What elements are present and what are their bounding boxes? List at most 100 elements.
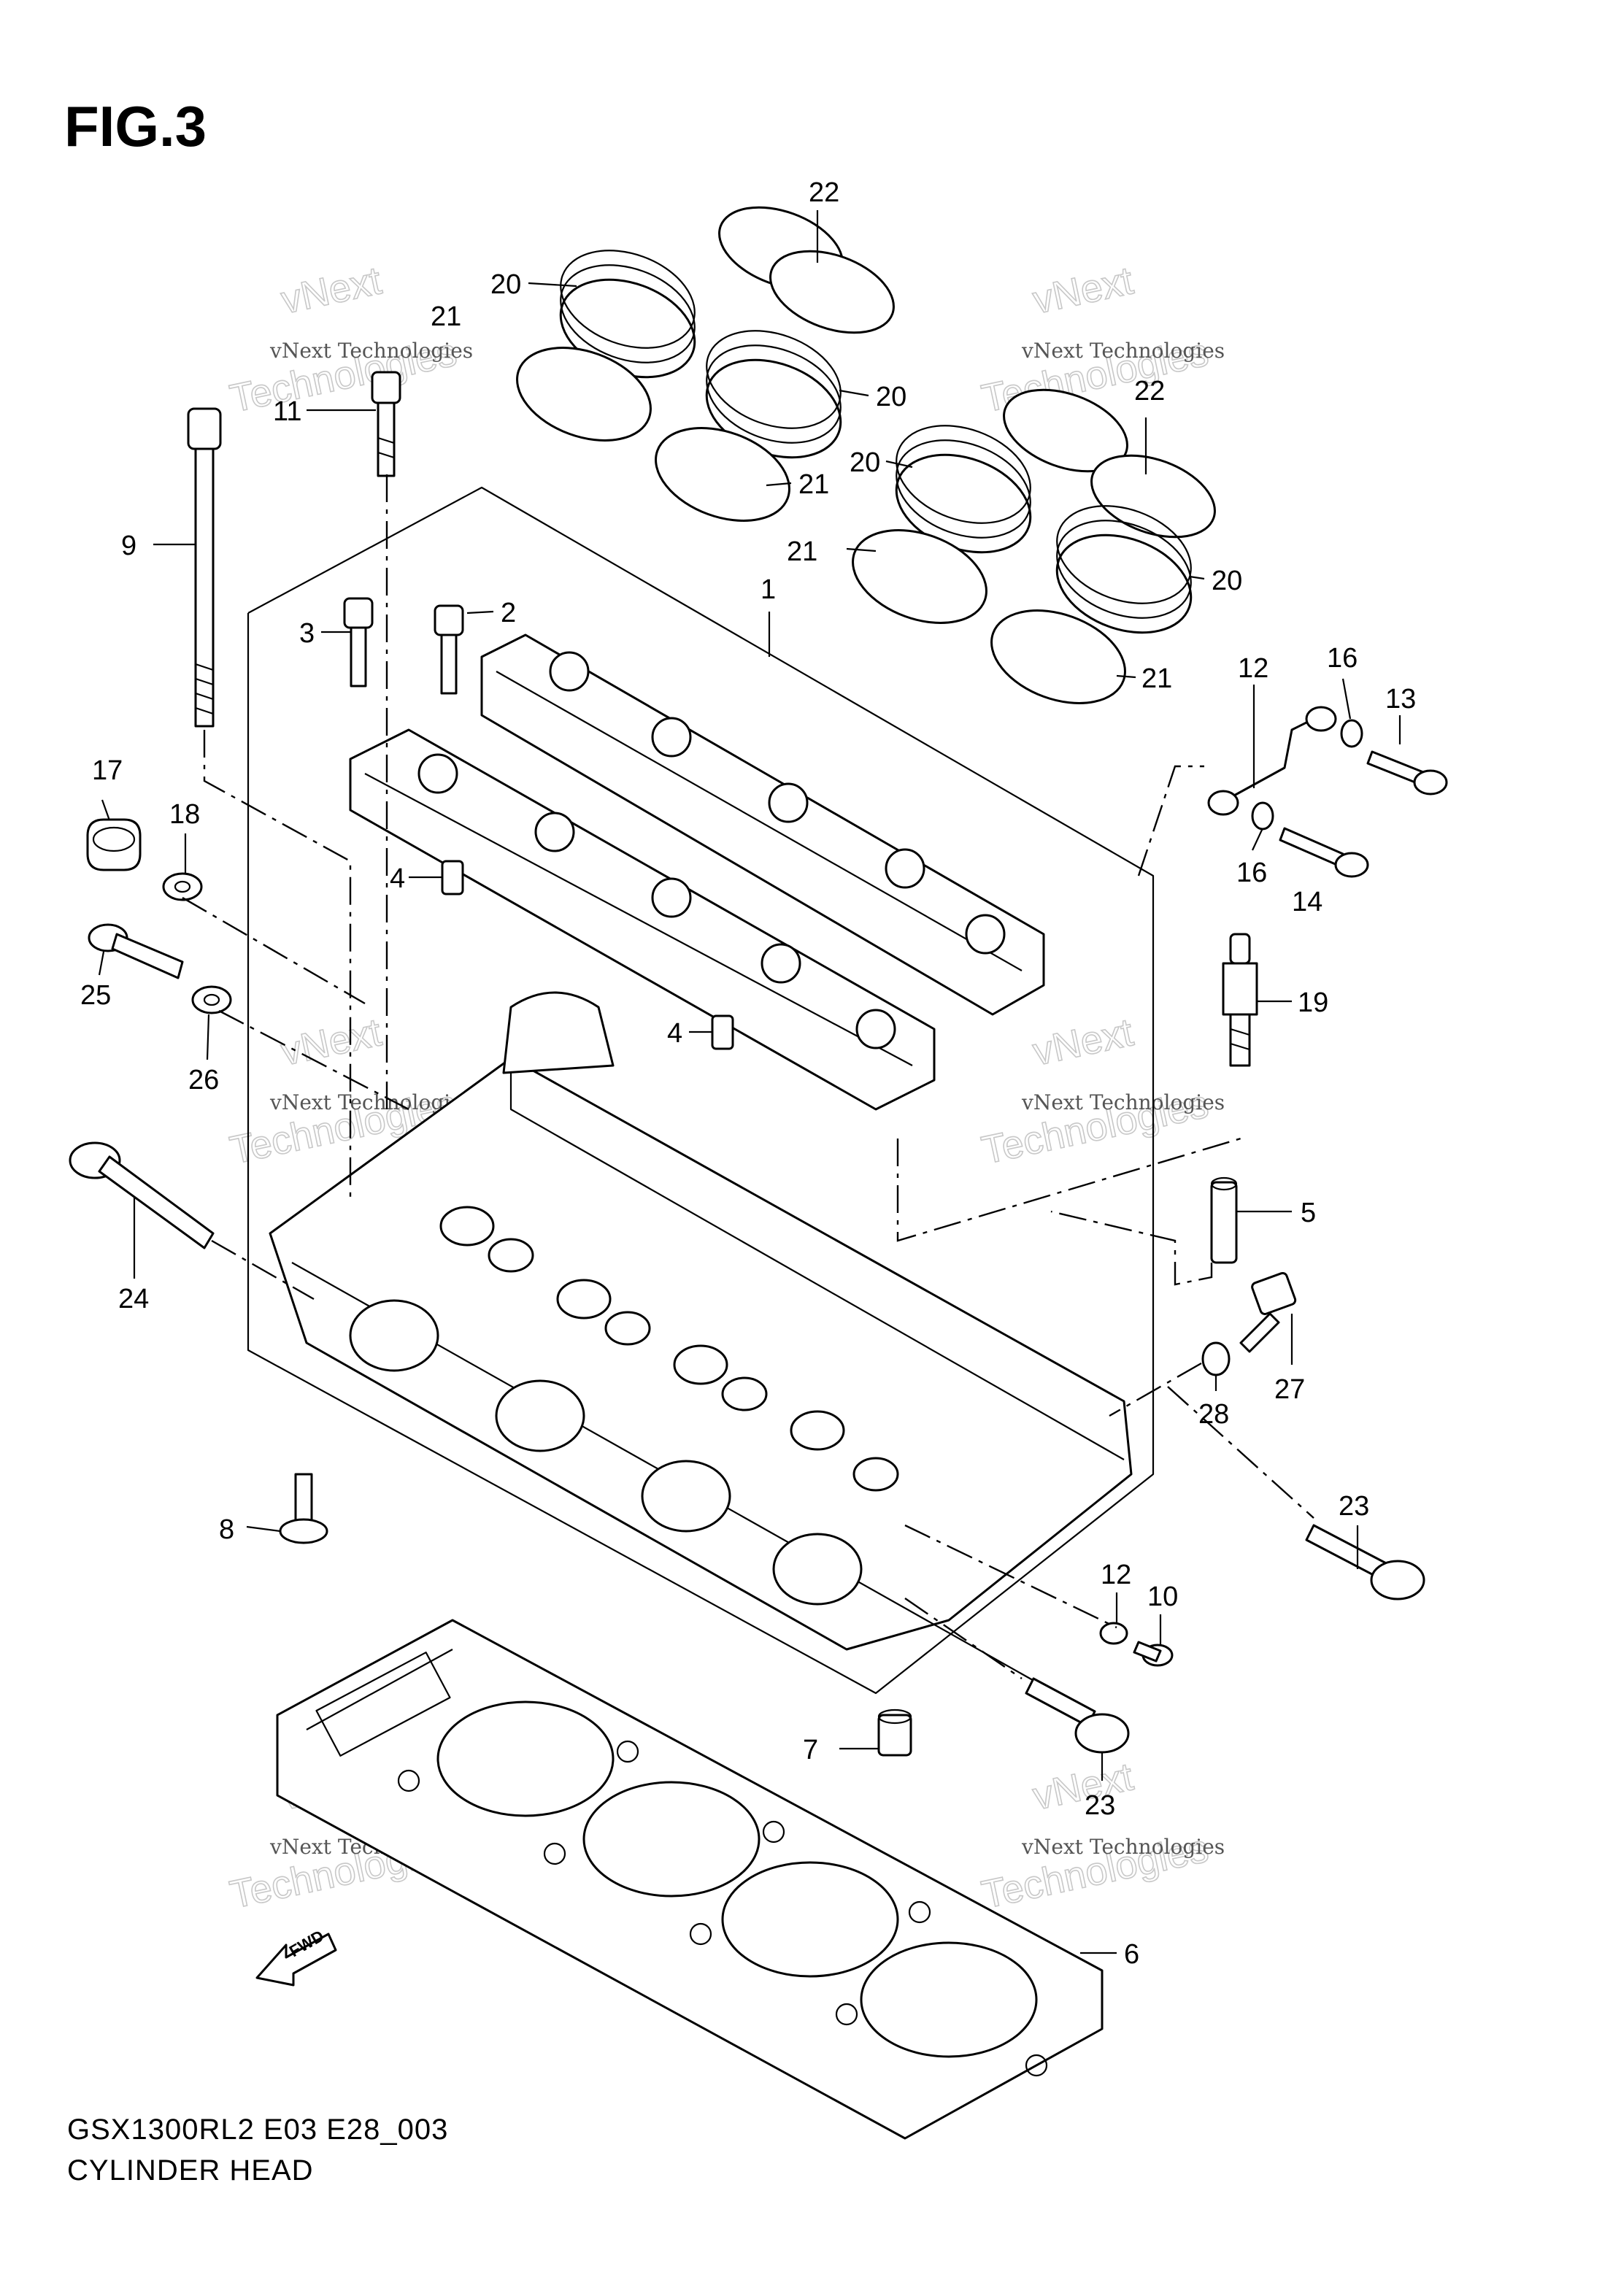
callout-22: 22 [1134, 376, 1165, 407]
callout-16: 16 [1236, 858, 1267, 888]
bolt-9 [187, 407, 222, 728]
callout-20: 20 [876, 382, 906, 412]
dowel-pin-4b [711, 1014, 734, 1050]
callout-2: 2 [501, 598, 516, 628]
callout-24: 24 [118, 1284, 149, 1314]
cylinder-bore [860, 1941, 1038, 2058]
callout-25: 25 [80, 980, 111, 1011]
watermark-brand: vNext [1029, 1010, 1137, 1074]
bolt-3 [343, 597, 374, 687]
watermark: vNext Technologies vNext Technologies [977, 258, 1225, 422]
callout-6: 6 [1124, 1939, 1139, 1970]
intake-pipe-set-right [852, 388, 1216, 704]
diagram-caption: CYLINDER HEAD [67, 2154, 314, 2187]
intake-port [349, 1299, 439, 1372]
oil-pipe-13 [1207, 706, 1337, 816]
camshaft-housing-upper [480, 633, 1045, 1016]
bolt-8 [279, 1473, 328, 1544]
forward-direction-arrow: FWD [255, 1927, 337, 1987]
callout-21: 21 [1141, 663, 1172, 694]
callout-21: 21 [431, 301, 461, 332]
bolt-15 [1279, 827, 1369, 878]
washer-12 [1099, 1622, 1128, 1645]
spark-plug-19 [1222, 933, 1258, 1067]
bolt-24 [69, 1141, 215, 1249]
callout-1: 1 [761, 574, 776, 605]
callout-9: 9 [121, 531, 136, 561]
callout-19: 19 [1298, 987, 1328, 1018]
cap-17 [86, 818, 142, 871]
watermark-brand: vNext [277, 1010, 385, 1074]
figure-title: FIG.3 [64, 94, 207, 158]
cylinder-sensor-5 [1210, 1176, 1238, 1264]
bolt-25 [88, 923, 184, 979]
callout-26: 26 [188, 1065, 219, 1095]
callout-20: 20 [1212, 566, 1242, 596]
watermark-text: vNext Technologies [269, 339, 473, 363]
callout-5: 5 [1301, 1198, 1316, 1228]
callout-23: 23 [1339, 1491, 1369, 1522]
clamp-21-ring [516, 347, 652, 442]
bolt-2 [434, 604, 464, 695]
clamp-22-ring [1090, 454, 1216, 539]
watermark-text: vNext Technologies [1021, 1835, 1225, 1859]
callout-20: 20 [850, 447, 880, 478]
cam-journal [502, 991, 615, 1074]
bolt-14 [1366, 750, 1448, 795]
leader-lines [98, 210, 1401, 1954]
washer-18 [162, 872, 203, 901]
watermark: vNext Technologies vNext Technologies [226, 258, 473, 422]
clamp-21-ring [852, 529, 987, 624]
watermark-brand: vNext [1029, 1754, 1137, 1818]
dowel-pin-7 [877, 1708, 912, 1757]
temperature-sensor-27 [1239, 1271, 1297, 1353]
callout-21: 21 [798, 469, 829, 500]
watermark-text: vNext Technologies [1021, 339, 1225, 363]
callout-22: 22 [809, 177, 839, 208]
callout-15: 14 [1292, 887, 1322, 917]
intake-port [772, 1533, 863, 1606]
callout-18: 18 [169, 799, 200, 830]
bolt-23-lower [1025, 1677, 1130, 1754]
clamp-21-ring [990, 609, 1126, 704]
washer-16-upper [1340, 719, 1363, 748]
clamp-22-ring [1003, 388, 1128, 473]
watermark-brand: vNext [277, 258, 385, 322]
cylinder-bore [582, 1781, 761, 1898]
callout-16: 16 [1327, 643, 1358, 674]
cylinder-bore [436, 1700, 615, 1817]
head-gasket-6 [276, 1619, 1104, 2140]
intake-port [641, 1460, 731, 1533]
callout-3: 3 [299, 618, 315, 649]
callout-14: 13 [1385, 684, 1416, 714]
callout-11: 11 [273, 396, 301, 427]
intake-pipe-set-left [516, 206, 895, 522]
model-code: GSX1300RL2 E03 E28_003 [67, 2114, 449, 2146]
clamp-21-ring [655, 427, 790, 522]
bolt-23-upper [1305, 1524, 1425, 1600]
callout-8: 8 [219, 1514, 234, 1545]
washer-28 [1201, 1341, 1231, 1376]
callout-10: 10 [1147, 1582, 1178, 1612]
callout-4: 4 [390, 863, 405, 894]
washer-16-lower [1251, 801, 1274, 831]
clamp-22-ring [769, 250, 895, 334]
callout-labels: 22 20 21 20 21 22 20 21 20 21 1 2 3 11 9… [80, 177, 1416, 1970]
washer-26 [191, 985, 232, 1014]
callout-4: 4 [667, 1018, 682, 1049]
callout-20: 20 [490, 269, 521, 300]
dowel-pin-4a [441, 860, 464, 895]
alignment-lines [182, 474, 1314, 1679]
camshaft-housing-lower [349, 728, 936, 1111]
watermark-text: vNext Technologies [1021, 1090, 1225, 1114]
intake-port [495, 1379, 585, 1452]
callout-21: 21 [787, 536, 817, 567]
watermark: vNext Technologies vNext Technologies [977, 1010, 1225, 1174]
assembly-boundary [247, 486, 1155, 1695]
callout-27: 27 [1274, 1374, 1305, 1405]
callout-28: 28 [1198, 1399, 1229, 1430]
callout-13: 12 [1238, 653, 1268, 684]
callout-17: 17 [92, 755, 123, 786]
